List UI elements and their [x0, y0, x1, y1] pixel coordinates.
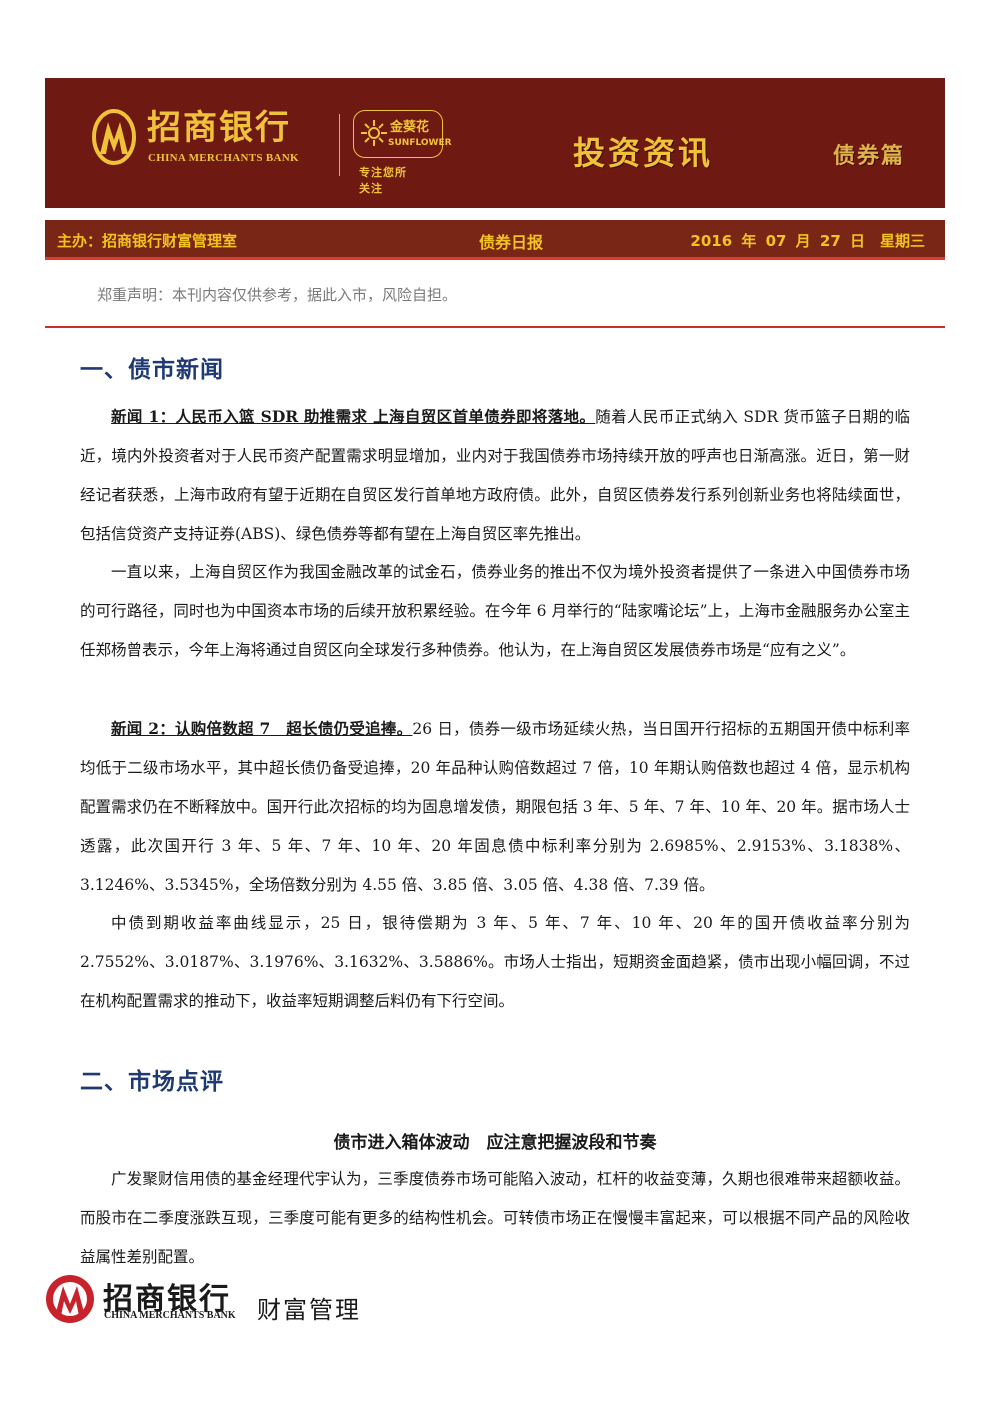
publisher-label: 主办：招商银行财富管理室 [57, 232, 238, 250]
section-heading-market-review: 二、市场点评 [80, 1069, 224, 1095]
report-type: 债券日报 [479, 233, 544, 252]
logo-divider [339, 114, 340, 176]
sunflower-slogan: 专注您所关注 [359, 166, 407, 195]
news-2-body: 26 日，债券一级市场延续火热，当日国开行招标的五期国开债中标利率均低于二级市场… [80, 720, 910, 894]
sunflower-badge: 金葵花 SUNFLOWER [353, 110, 452, 158]
footer-logo-english: CHINA MERCHANTS BANK [104, 1310, 236, 1321]
info-bar: 主办：招商银行财富管理室 债券日报 2016 年 07 月 27 日 星期三 [45, 220, 945, 260]
sunflower-icon [361, 120, 387, 146]
banner-subtitle: 债券篇 [833, 144, 906, 169]
footer-logo: 招商银行 CHINA MERCHANTS BANK 财富管理 [45, 1268, 405, 1332]
section-heading-bond-news: 一、债市新闻 [80, 357, 224, 383]
footer-wealth-management: 财富管理 [257, 1296, 361, 1324]
cmb-footer-logo-icon [46, 1275, 94, 1323]
cmb-logo: 招商银行 CHINA MERCHANTS BANK 金葵花 SUNFLOWER … [91, 106, 452, 195]
cmb-logo-icon [92, 109, 136, 165]
header-rule [45, 326, 945, 328]
news-paragraph-2: 一直以来，上海自贸区作为我国金融改革的试金石，债券业务的推出不仅为境外投资者提供… [80, 563, 910, 659]
news-paragraph-1: 新闻 1：人民币入篮 SDR 助推需求 上海自贸区首单债券即将落地。随着人民币正… [80, 397, 910, 554]
report-date: 2016 年 07 月 27 日 星期三 [690, 232, 925, 250]
sunflower-chinese: 金葵花 [390, 120, 430, 135]
news-1-body: 随着人民币正式纳入 SDR 货币篮子日期的临近，境内外投资者对于人民币资产配置需… [80, 408, 910, 543]
disclaimer: 郑重声明：本刊内容仅供参考，据此入市，风险自担。 [97, 286, 458, 304]
news-1-headline: 新闻 1：人民币入篮 SDR 助推需求 上海自贸区首单债券即将落地。 [111, 407, 596, 426]
banner-title: 投资资讯 [573, 134, 714, 172]
header-banner: 招商银行 CHINA MERCHANTS BANK 金葵花 SUNFLOWER … [45, 78, 945, 208]
news-2-headline: 新闻 2：认购倍数超 7 超长债仍受追捧。 [111, 719, 413, 738]
news-paragraph-4: 中债到期收益率曲线显示，25 日，银待偿期为 3 年、5 年、7 年、10 年、… [80, 914, 910, 1010]
sunflower-english: SUNFLOWER [388, 138, 452, 148]
footer-logo-chinese: 招商银行 [103, 1282, 231, 1317]
logo-english-name: CHINA MERCHANTS BANK [148, 152, 299, 164]
article-title: 债市进入箱体波动 应注意把握波段和节奏 [333, 1133, 657, 1153]
logo-chinese-name: 招商银行 [147, 108, 291, 148]
review-paragraph-1: 广发聚财信用债的基金经理代宇认为，三季度债券市场可能陷入波动，杠杆的收益变薄，久… [80, 1170, 910, 1266]
news-paragraph-3: 新闻 2：认购倍数超 7 超长债仍受追捧。26 日，债券一级市场延续火热，当日国… [80, 709, 910, 905]
